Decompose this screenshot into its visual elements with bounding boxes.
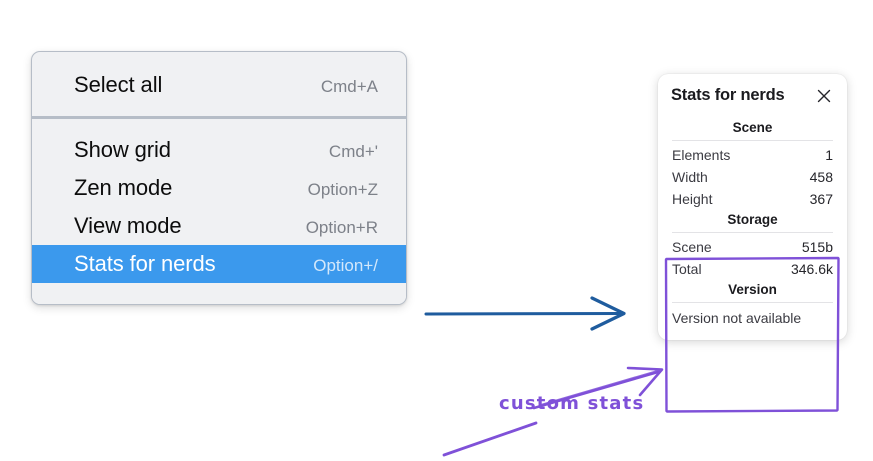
menu-item-shortcut: Cmd+' — [328, 142, 378, 161]
stat-label: Width — [672, 169, 708, 185]
section-rule — [672, 302, 833, 303]
section-rule — [672, 140, 833, 141]
stats-for-nerds-panel[interactable]: Stats for nerds Scene Elements 1 Width 4… — [658, 74, 847, 340]
menu-item-shortcut: Option+/ — [313, 256, 378, 275]
stat-label: Height — [672, 191, 713, 207]
section-title-version: Version — [728, 282, 777, 297]
menu-footer-spacer — [32, 283, 406, 304]
menu-item-show-grid[interactable]: Show grid Cmd+' — [32, 131, 406, 169]
purple-arrow-icon — [532, 366, 664, 410]
section-title-storage: Storage — [727, 212, 778, 227]
blue-arrow-icon — [424, 296, 626, 331]
version-not-available-text: Version not available — [672, 310, 802, 326]
stat-value: 458 — [809, 169, 833, 185]
context-menu[interactable]: Select all Cmd+A Show grid Cmd+' Zen mod… — [31, 51, 407, 305]
stat-value: 367 — [809, 191, 833, 207]
stat-label: Elements — [672, 147, 731, 163]
close-icon[interactable] — [816, 88, 832, 104]
section-title-scene: Scene — [732, 120, 773, 135]
context-menu-section-1: Select all Cmd+A — [32, 52, 406, 116]
menu-item-shortcut: Option+R — [305, 218, 378, 237]
stat-row-height: Height 367 — [671, 188, 834, 210]
menu-item-zen-mode[interactable]: Zen mode Option+Z — [32, 169, 406, 207]
menu-item-select-all[interactable]: Select all Cmd+A — [32, 66, 406, 104]
section-rule — [672, 232, 833, 233]
stats-panel-header: Stats for nerds — [671, 86, 834, 105]
menu-item-label: Select all — [74, 72, 163, 97]
stat-value: 1 — [825, 147, 833, 163]
stat-row-width: Width 458 — [671, 166, 834, 188]
menu-item-label: Show grid — [74, 137, 171, 162]
menu-item-view-mode[interactable]: View mode Option+R — [32, 207, 406, 245]
stat-label: Total — [672, 261, 702, 277]
menu-item-label: Stats for nerds — [74, 251, 216, 276]
stat-row-elements: Elements 1 — [671, 144, 834, 166]
menu-item-label: Zen mode — [74, 175, 173, 200]
stat-value: 346.6k — [790, 261, 833, 277]
stat-value: 515b — [801, 239, 833, 255]
context-menu-section-2: Show grid Cmd+' Zen mode Option+Z View m… — [32, 119, 406, 283]
purple-underline-stroke — [442, 421, 538, 457]
menu-item-stats-for-nerds[interactable]: Stats for nerds Option+/ — [32, 245, 406, 283]
menu-item-shortcut: Option+Z — [307, 180, 378, 199]
menu-divider — [32, 116, 406, 119]
stat-label: Scene — [672, 239, 712, 255]
menu-item-label: View mode — [74, 213, 182, 238]
stats-panel-title: Stats for nerds — [671, 86, 785, 104]
menu-item-shortcut: Cmd+A — [320, 77, 378, 96]
stat-row-storage-total: Total 346.6k — [671, 258, 834, 280]
stat-row-storage-scene: Scene 515b — [671, 236, 834, 258]
